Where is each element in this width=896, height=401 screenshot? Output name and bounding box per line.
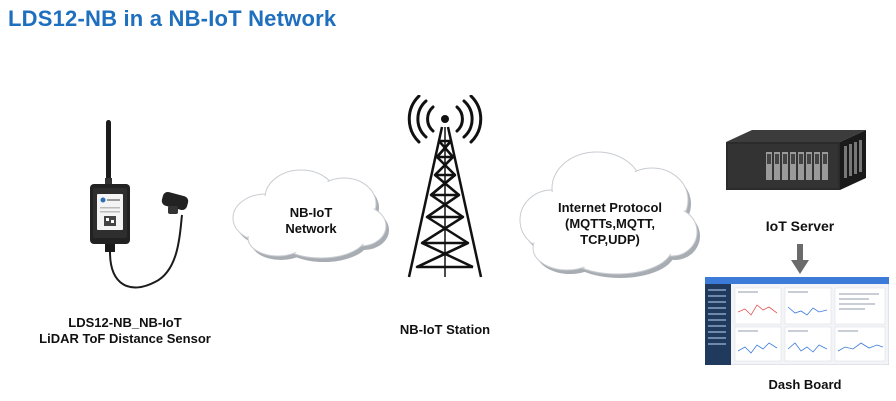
- dashboard-screenshot-icon: [705, 277, 889, 365]
- page-title: LDS12-NB in a NB-IoT Network: [8, 6, 337, 31]
- sensor-device-icon: [90, 120, 189, 289]
- cell-tower-icon: [407, 95, 483, 278]
- internet-cloud-line1: Internet Protocol: [557, 200, 662, 215]
- sensor-label-line2: LiDAR ToF Distance Sensor: [39, 331, 211, 346]
- nbiot-cloud-line2: Network: [285, 221, 337, 236]
- internet-cloud-line3: TCP,UDP): [580, 232, 640, 247]
- nbiot-network-cloud-icon: [232, 169, 389, 262]
- sensor-label-line1: LDS12-NB_NB-IoT: [68, 315, 182, 330]
- dashboard-label: Dash Board: [768, 377, 842, 392]
- nbiot-cloud-line1: NB-IoT: [289, 205, 333, 220]
- internet-cloud-icon: [519, 151, 700, 278]
- station-label: NB-IoT Station: [399, 322, 491, 337]
- server-rack-icon: [726, 130, 866, 190]
- internet-cloud-line2: (MQTTs,MQTT,: [564, 216, 656, 231]
- arrow-down-icon: [791, 244, 809, 274]
- server-label: IoT Server: [765, 218, 835, 234]
